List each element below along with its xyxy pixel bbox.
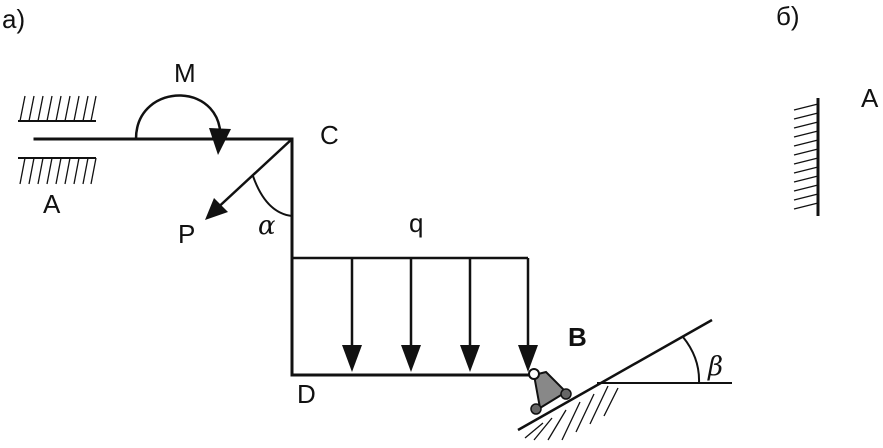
roller-support-b: [528, 368, 572, 415]
label-b: B: [568, 322, 587, 352]
label-q: q: [409, 208, 423, 238]
label-a-right: A: [861, 83, 879, 113]
distributed-load-q: [292, 256, 538, 372]
angle-alpha-arc: [252, 175, 293, 217]
moment-m-arc: [134, 94, 222, 146]
force-p-arrowhead: [205, 198, 228, 220]
panel-b-label: б): [776, 1, 800, 31]
moment-m-arrowhead: [209, 128, 231, 155]
wall-support-b-panel: [793, 98, 820, 216]
label-alpha: α: [258, 211, 276, 241]
force-p-line: [211, 138, 293, 214]
label-a-left: A: [43, 189, 61, 219]
label-m: M: [174, 58, 196, 88]
left-support-a: [18, 95, 97, 185]
inclined-surface: [517, 318, 732, 441]
label-c: C: [320, 120, 339, 150]
label-beta: β: [707, 352, 723, 382]
angle-beta-arc: [682, 336, 701, 384]
label-d: D: [297, 379, 316, 409]
label-p: P: [178, 219, 195, 249]
panel-a-label: а): [2, 4, 25, 34]
